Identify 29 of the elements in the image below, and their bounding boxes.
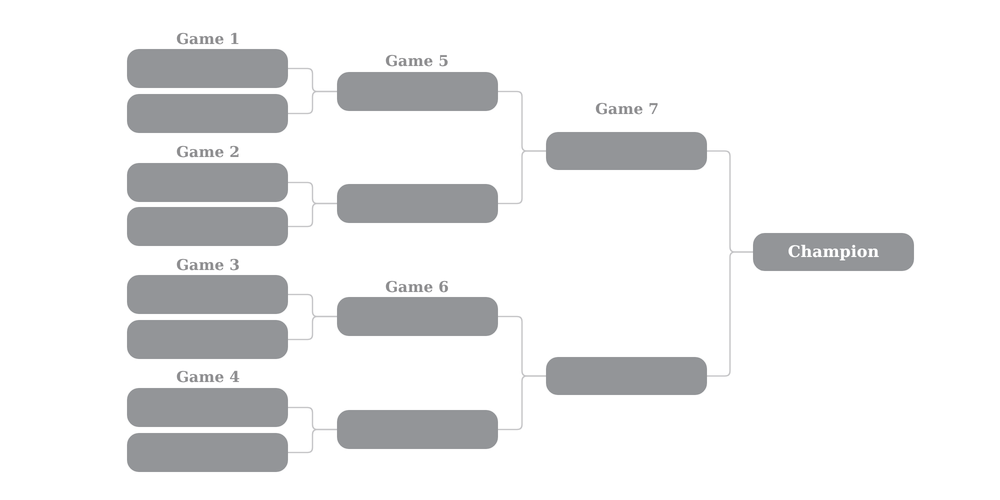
team-slot bbox=[127, 275, 288, 314]
team-slot bbox=[337, 184, 498, 223]
team-slot bbox=[127, 433, 288, 472]
team-slot bbox=[127, 388, 288, 427]
team-slot bbox=[127, 320, 288, 359]
bracket-line bbox=[707, 251, 753, 377]
bracket-line bbox=[288, 202, 337, 228]
game-label: Game 4 bbox=[176, 368, 240, 386]
team-slot bbox=[127, 163, 288, 202]
game-label: Game 5 bbox=[385, 52, 449, 70]
team-slot bbox=[546, 357, 707, 395]
team-slot bbox=[337, 410, 498, 449]
bracket-line bbox=[288, 90, 337, 114]
game-label: Game 2 bbox=[176, 144, 240, 160]
team-slot bbox=[127, 94, 288, 133]
team-slot bbox=[127, 49, 288, 88]
bracket-line bbox=[498, 150, 546, 204]
team-slot bbox=[337, 72, 498, 111]
bracket-line bbox=[288, 316, 337, 340]
winner-slot: Champion bbox=[753, 233, 914, 271]
team-slot bbox=[127, 207, 288, 246]
game-label: Game 7 bbox=[595, 100, 659, 118]
team-slot bbox=[337, 297, 498, 336]
game-label: Game 6 bbox=[385, 278, 449, 296]
bracket-line bbox=[288, 428, 337, 454]
game-label: Game 3 bbox=[176, 256, 240, 274]
team-slot bbox=[546, 132, 707, 170]
bracket-line bbox=[498, 375, 546, 430]
game-label: Game 1 bbox=[176, 30, 240, 48]
